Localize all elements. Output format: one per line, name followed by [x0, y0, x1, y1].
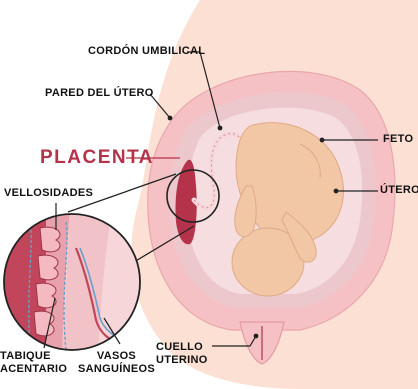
label-blood-vessels: VASOS SANGUÍNEOS	[78, 350, 155, 376]
label-villi: VELLOSIDADES	[4, 187, 93, 200]
label-placental-septum: TABIQUE ACENTARIO	[0, 350, 67, 376]
label-blood-vessels-line2: SANGUÍNEOS	[78, 363, 155, 376]
label-placental-septum-line2: ACENTARIO	[0, 363, 67, 376]
label-blood-vessels-line1: VASOS	[78, 350, 155, 363]
label-fetus: FETO	[383, 133, 413, 146]
label-uterine-wall: PARED DEL ÚTERO	[45, 87, 154, 100]
label-cervix-line1: CUELLO	[156, 341, 208, 354]
label-cervix: CUELLO UTERINO	[156, 341, 208, 367]
label-cervix-line2: UTERINO	[156, 354, 208, 367]
label-umbilical-cord: CORDÓN UMBILICAL	[88, 45, 205, 58]
label-uterus: ÚTERO	[380, 184, 418, 197]
label-placenta: PLACENTA	[40, 147, 154, 169]
placenta-detail-view	[0, 210, 150, 360]
label-placental-septum-line1: TABIQUE	[0, 350, 67, 363]
